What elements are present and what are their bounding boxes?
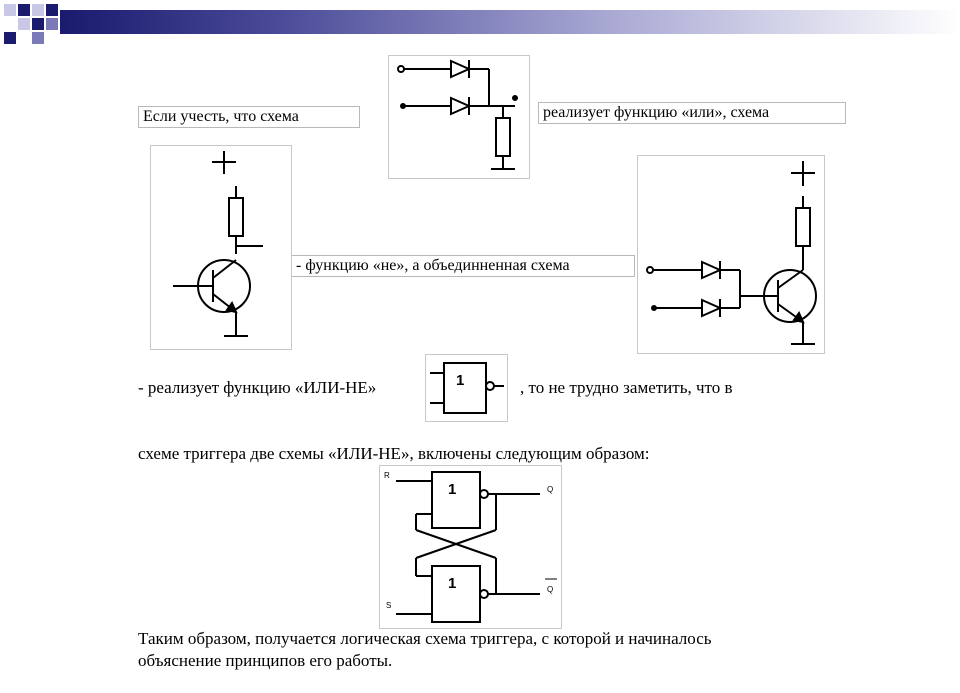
- body-text-conclusion-1: Таким образом, получается логическая схе…: [138, 629, 712, 648]
- header-square: [46, 18, 58, 30]
- trigger-top-gate-label: 1: [448, 481, 456, 498]
- diode-or-circuit: [388, 55, 530, 179]
- header-square: [46, 4, 58, 16]
- header-square: [18, 4, 30, 16]
- header-gradient: [60, 10, 960, 34]
- body-text-conclusion-2: объяснение принципов его работы.: [138, 651, 393, 670]
- body-text-nor-intro: - реализует функцию «ИЛИ-НЕ»: [138, 378, 377, 397]
- nor-gate-svg: 1: [430, 362, 504, 414]
- header-bar: [0, 0, 960, 44]
- combined-nor-svg: [646, 161, 817, 345]
- header-square: [32, 18, 44, 30]
- diode-or-svg: [397, 59, 518, 170]
- trigger-input-s: S: [386, 601, 391, 610]
- trigger-bottom-gate-label: 1: [448, 575, 456, 592]
- combined-nor-circuit: [637, 155, 825, 354]
- caption-not-function: - функцию «не», а объединненная схема: [291, 255, 635, 277]
- body-text-nor-continue: , то не трудно заметить, что в: [520, 378, 733, 397]
- header-square: [4, 32, 16, 44]
- transistor-not-circuit: [150, 145, 292, 350]
- caption-or-function: реализует функцию «или», схема: [538, 102, 846, 124]
- body-text-trigger-intro: схеме триггера две схемы «ИЛИ-НЕ», включ…: [138, 444, 650, 463]
- rs-trigger-diagram: 1 1 R S Q Q: [379, 465, 562, 629]
- header-square: [32, 32, 44, 44]
- header-square: [32, 4, 44, 16]
- header-square: [4, 4, 16, 16]
- rs-trigger-svg: 1 1 R S Q Q: [384, 471, 557, 623]
- nor-gate-symbol: 1: [425, 354, 508, 422]
- trigger-input-r: R: [384, 471, 390, 480]
- header-square: [18, 18, 30, 30]
- trigger-output-q: Q: [547, 485, 553, 494]
- trigger-output-q-bar: Q: [547, 585, 553, 594]
- caption-if-scheme: Если учесть, что схема: [138, 106, 360, 128]
- nor-gate-label: 1: [456, 372, 464, 389]
- transistor-not-svg: [173, 151, 263, 337]
